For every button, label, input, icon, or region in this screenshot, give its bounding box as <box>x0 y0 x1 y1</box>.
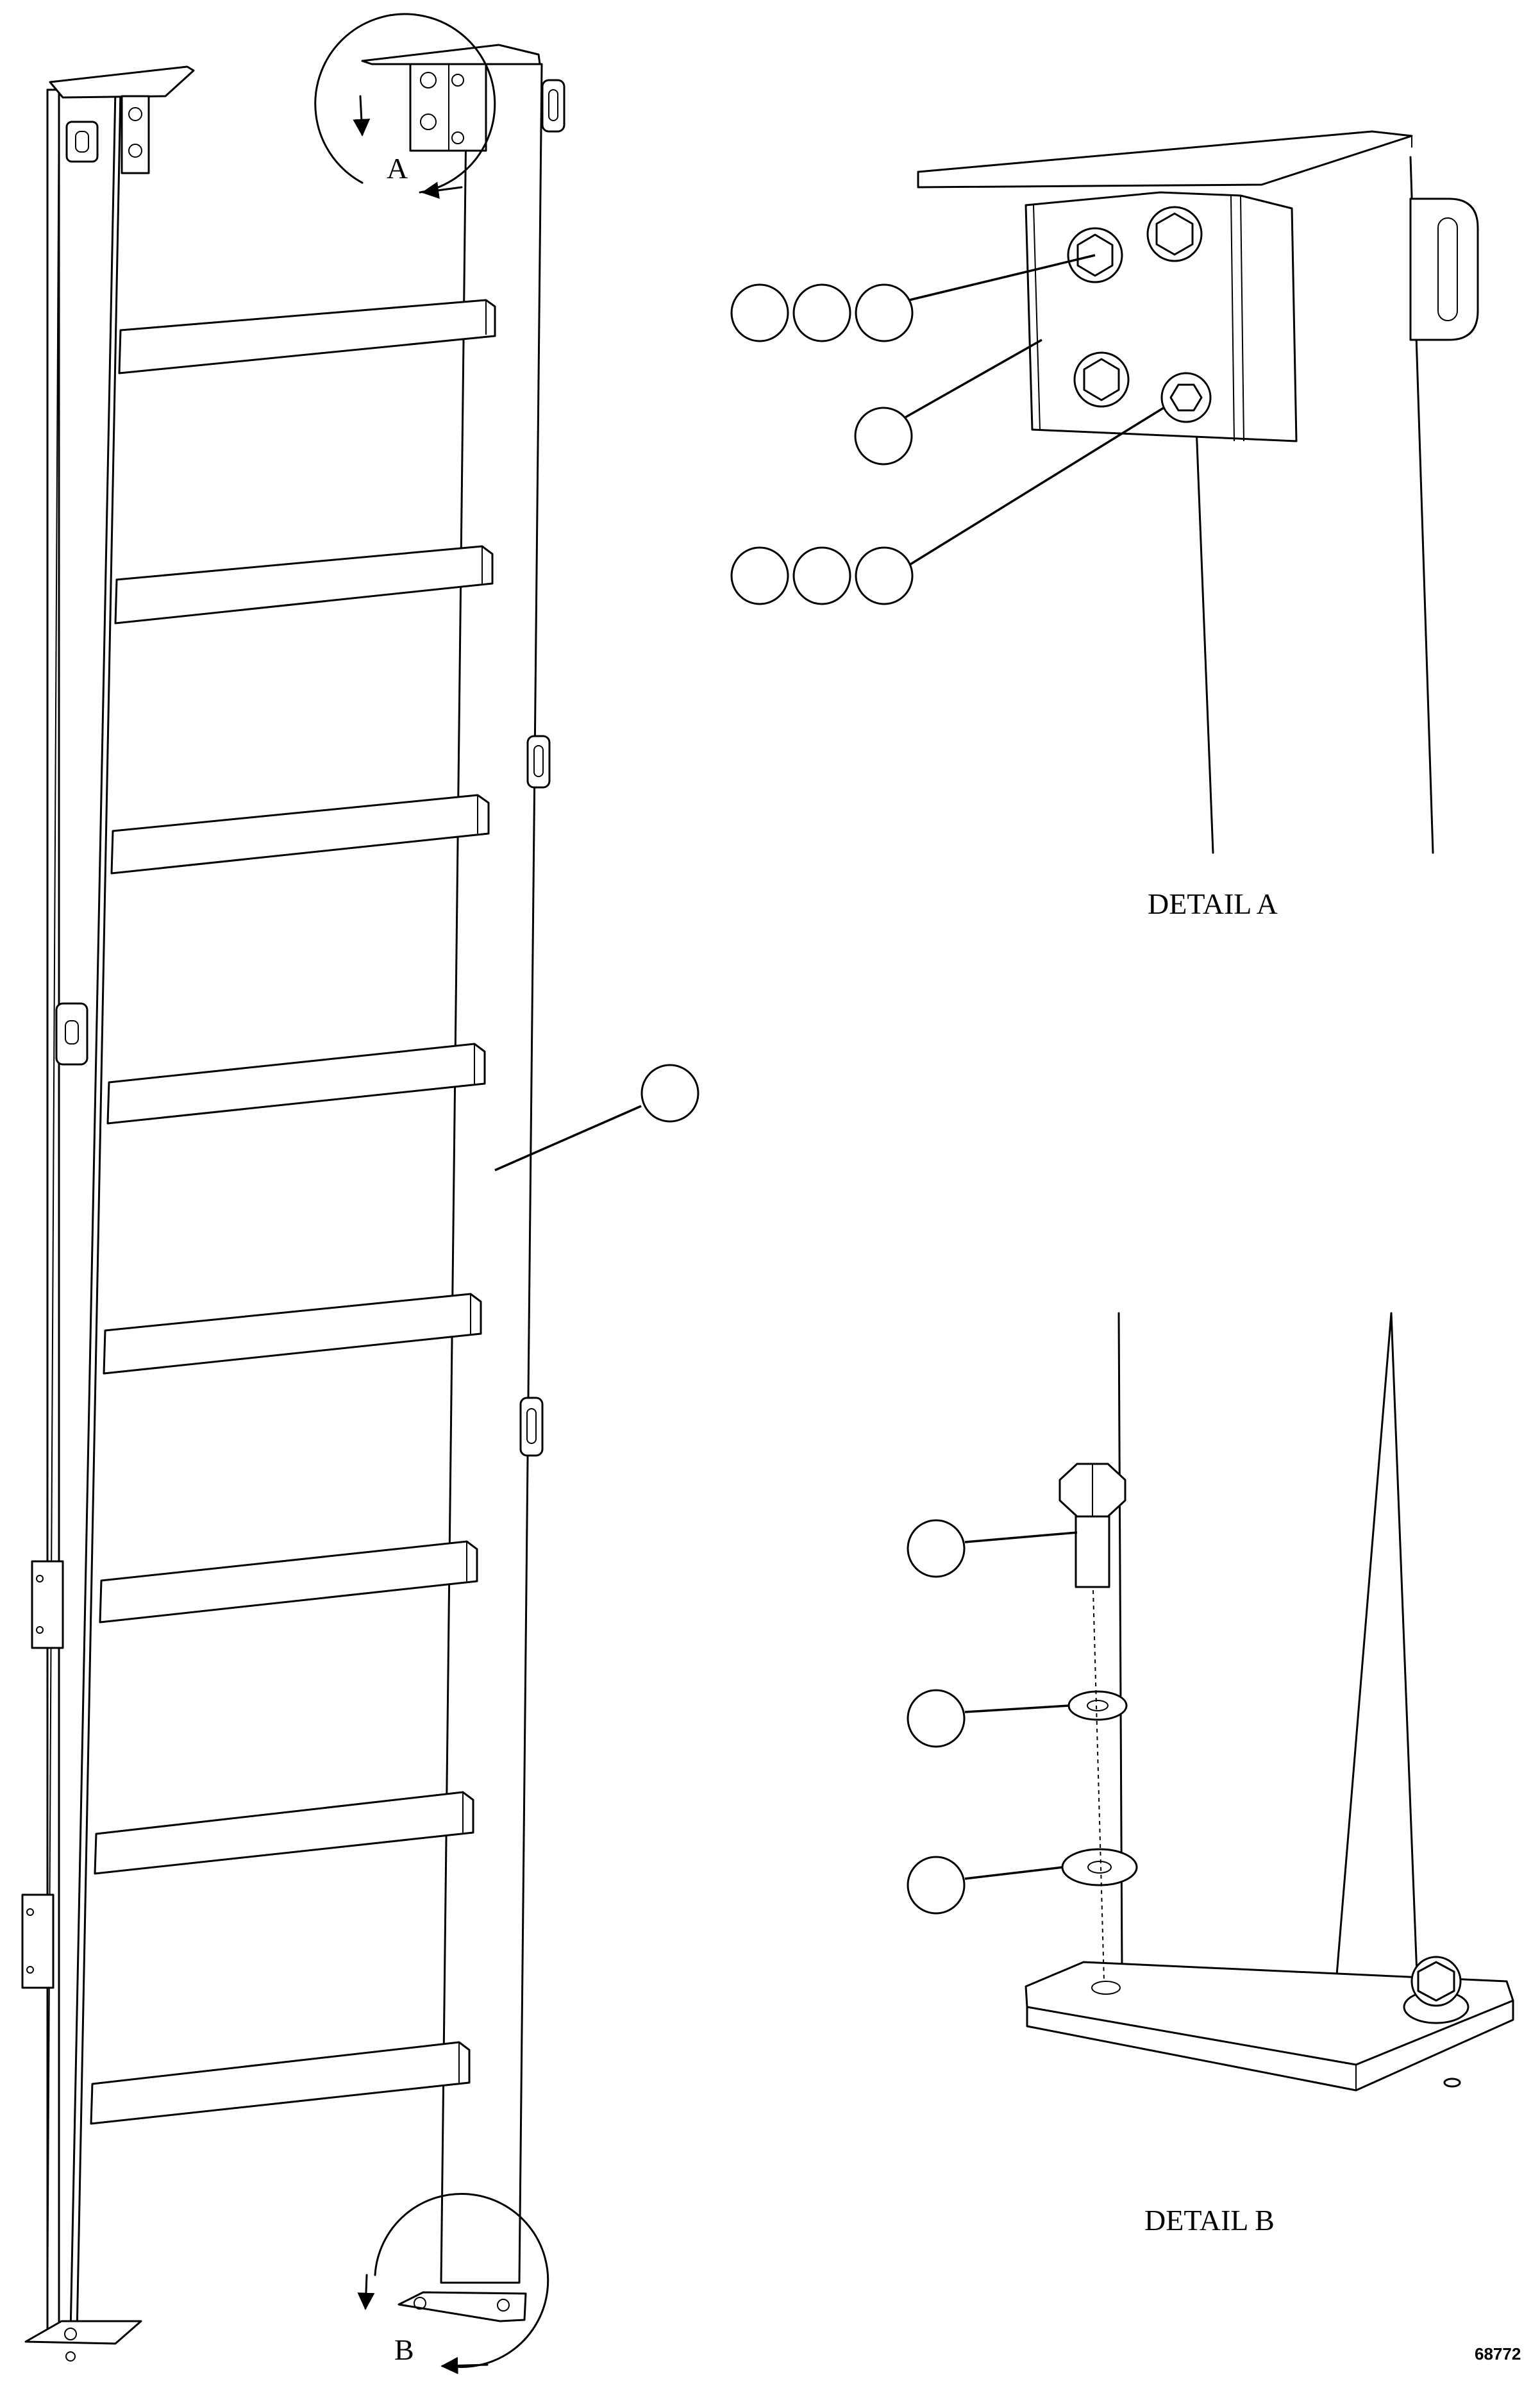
ladder-rungs <box>90 299 496 2125</box>
rung-2 <box>114 545 494 625</box>
left-clamp-block-1 <box>31 1560 64 1649</box>
detail-b-view: DETAIL B <box>907 1312 1514 2237</box>
left-slot-tab-middle <box>55 1002 88 1066</box>
rung-7 <box>94 1791 474 1875</box>
detail-b-hex-bolt <box>1059 1463 1126 1588</box>
detail-a-bolt-lower-left <box>1073 351 1130 408</box>
detail-b-centerline <box>1092 1590 1105 1982</box>
detail-b-marker-label: B <box>394 2333 414 2366</box>
callout-detail-a-lower-bolt <box>730 407 1164 605</box>
detail-a-top-plate <box>917 130 1413 189</box>
detail-b-base-bolt <box>1403 1956 1469 2088</box>
callout-detail-b-washer-small <box>907 1689 1070 1748</box>
rung-1 <box>118 299 496 374</box>
left-foot-plate <box>24 2320 142 2362</box>
right-slot-tab-3 <box>519 1397 544 1457</box>
callout-detail-a-plate <box>854 339 1042 466</box>
callout-detail-a-upper-bolt <box>730 254 1096 342</box>
callout-detail-b-washer-large <box>907 1856 1064 1915</box>
detail-a-bolt-lower-right <box>1160 372 1212 423</box>
ladder-right-rail <box>440 63 543 2284</box>
rung-4 <box>106 1043 486 1125</box>
left-clamp-block-2 <box>21 1893 54 1989</box>
detail-a-marker: A <box>314 13 496 199</box>
ladder-left-rail <box>46 88 122 2335</box>
callout-detail-b-bolt <box>907 1519 1078 1578</box>
left-slot-tab-top <box>65 121 99 163</box>
right-slot-tab-1 <box>541 79 565 133</box>
drawing-number: 68772 <box>1475 2344 1521 2363</box>
detail-b-marker: B <box>357 2192 549 2374</box>
detail-b-base-plate <box>1025 1961 1514 2092</box>
left-top-plate <box>49 65 195 99</box>
rung-5 <box>103 1293 482 1375</box>
detail-b-washer-large <box>1061 1848 1138 1886</box>
rung-8 <box>90 2041 471 2125</box>
callout-ladder <box>494 1064 699 1171</box>
left-top-bracket <box>121 95 150 174</box>
detail-a-bolt-upper-right <box>1146 206 1203 262</box>
right-foot-plate <box>398 2291 527 2322</box>
right-top-plate <box>361 44 541 65</box>
right-top-bracket <box>409 63 487 152</box>
rung-3 <box>110 794 490 875</box>
detail-b-washer-small <box>1067 1690 1128 1721</box>
detail-a-slot-ear <box>1409 197 1479 341</box>
rung-6 <box>99 1540 478 1624</box>
detail-a-marker-label: A <box>387 152 408 185</box>
detail-b-caption: DETAIL B <box>1144 2204 1275 2237</box>
ladder-assembly <box>21 44 565 2362</box>
right-slot-tab-2 <box>526 735 551 789</box>
detail-a-view: DETAIL A <box>730 130 1479 920</box>
detail-a-caption: DETAIL A <box>1148 887 1278 920</box>
